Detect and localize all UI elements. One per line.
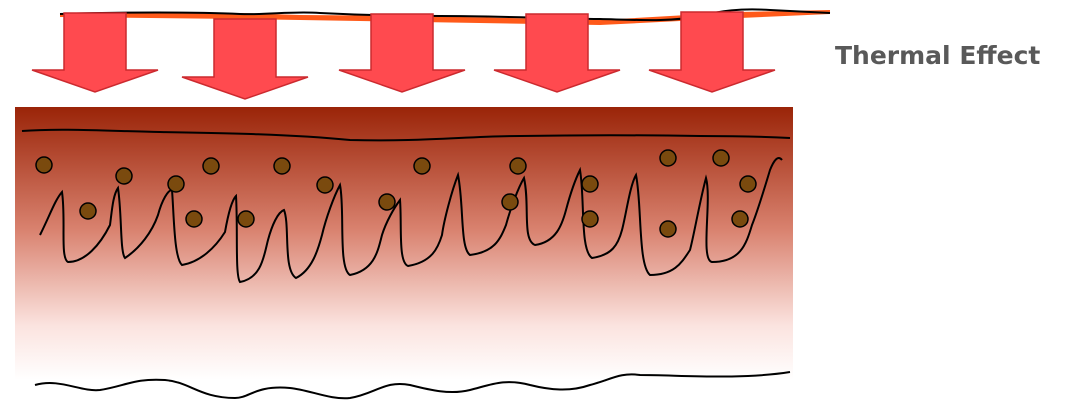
- particle-8: [510, 158, 526, 174]
- heat-arrow-2: [182, 19, 308, 99]
- particle-2: [116, 168, 132, 184]
- particle-10: [660, 150, 676, 166]
- particle-9: [582, 176, 598, 192]
- tissue-block: [15, 107, 793, 380]
- particle-16: [379, 194, 395, 210]
- particle-1: [36, 157, 52, 173]
- particle-15: [238, 211, 254, 227]
- heat-arrow-4: [494, 14, 620, 92]
- particle-12: [740, 176, 756, 192]
- particle-19: [660, 221, 676, 237]
- particle-5: [274, 158, 290, 174]
- particle-6: [317, 177, 333, 193]
- particle-3: [168, 176, 184, 192]
- heat-arrow-1: [32, 13, 158, 92]
- heat-arrows: [32, 12, 775, 99]
- thermal-effect-label: Thermal Effect: [835, 41, 1040, 70]
- particle-11: [713, 150, 729, 166]
- particle-17: [502, 194, 518, 210]
- particle-4: [203, 158, 219, 174]
- heat-arrow-3: [339, 14, 465, 92]
- particle-7: [414, 158, 430, 174]
- heat-arrow-5: [649, 12, 775, 92]
- particle-18: [582, 211, 598, 227]
- particle-13: [80, 203, 96, 219]
- particle-14: [186, 211, 202, 227]
- particle-20: [732, 211, 748, 227]
